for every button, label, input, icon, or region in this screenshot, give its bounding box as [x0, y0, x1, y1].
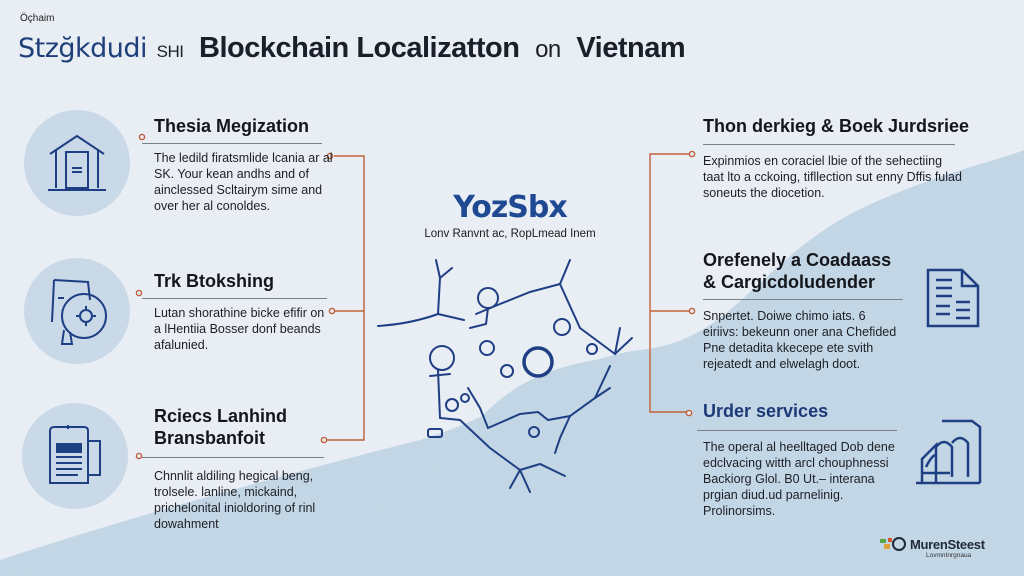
section-icon-circle	[24, 110, 130, 216]
section-icon-circle	[22, 403, 128, 509]
logo-name: MurenSteest	[910, 536, 985, 552]
footer-logo: MurenSteest	[880, 536, 985, 552]
section-title: Urder services	[703, 401, 829, 421]
page-title: Stzğkdudi SHI Blockchain Localizatton on…	[18, 32, 686, 65]
document-list-icon	[926, 268, 980, 328]
house-document-icon	[48, 134, 106, 191]
speech-gear-icon	[51, 279, 107, 345]
vietnam-network-map-icon	[377, 259, 633, 493]
section-divider	[142, 457, 324, 458]
section-body: The operal al heelltaged Dob dene edclva…	[703, 440, 895, 518]
title-mid: SHI	[156, 42, 184, 61]
section-body: Snpertet. Doiwe chimo iats. 6 eiriivs: b…	[703, 309, 897, 371]
connector-node	[138, 133, 146, 141]
connector-node	[326, 152, 334, 160]
section-title: Thon derkieg & Boek Jurdsriee	[703, 116, 970, 136]
center-subtitle: Lonv Ranvnt ac, RopLmead Inem	[424, 228, 596, 240]
title-on: on	[535, 36, 561, 63]
section-title: Rciecs Lanhind Bransbanfoit	[154, 406, 288, 448]
header-kicker: Öçhaim	[20, 13, 55, 24]
title-end: Vietnam	[576, 32, 686, 64]
connector-node	[328, 307, 336, 315]
section-title: Trk Btokshing	[154, 271, 275, 291]
section-divider	[142, 143, 322, 144]
title-brand: Stzğkdudi	[18, 33, 148, 64]
connector-node	[135, 289, 143, 297]
center-brand: YozSbx	[453, 190, 567, 225]
logo-tagline: Lovmntnrgnaua	[926, 552, 972, 559]
section-divider	[703, 299, 903, 300]
section-divider	[703, 144, 955, 145]
brand-logo-icon	[880, 537, 906, 551]
connector-node	[688, 150, 696, 158]
section-divider	[142, 298, 327, 299]
title-main: Blockchain Localizatton	[199, 32, 520, 64]
connector-node	[320, 436, 328, 444]
section-body: Lutan shorathine bicke efifir on a lHent…	[154, 306, 325, 352]
buildings-chart-icon	[916, 419, 982, 485]
section-icon-circle	[24, 258, 130, 364]
section-divider	[697, 430, 897, 431]
connector-node	[688, 307, 696, 315]
section-body: The ledild firatsmlide lcania ar al SK. …	[154, 151, 333, 213]
section-body: Chnnlit aldiling hegical beng, trolsele.…	[154, 469, 316, 531]
connector-node	[685, 409, 693, 417]
section-title: Thesia Megization	[154, 116, 310, 136]
clipboard-document-icon	[49, 425, 101, 484]
section-body: Expinmios en coraciel lbie of the sehect…	[703, 154, 962, 200]
connector-node	[135, 452, 143, 460]
section-title: Orefenely a Coadaass & Cargicdoludender	[703, 250, 892, 292]
